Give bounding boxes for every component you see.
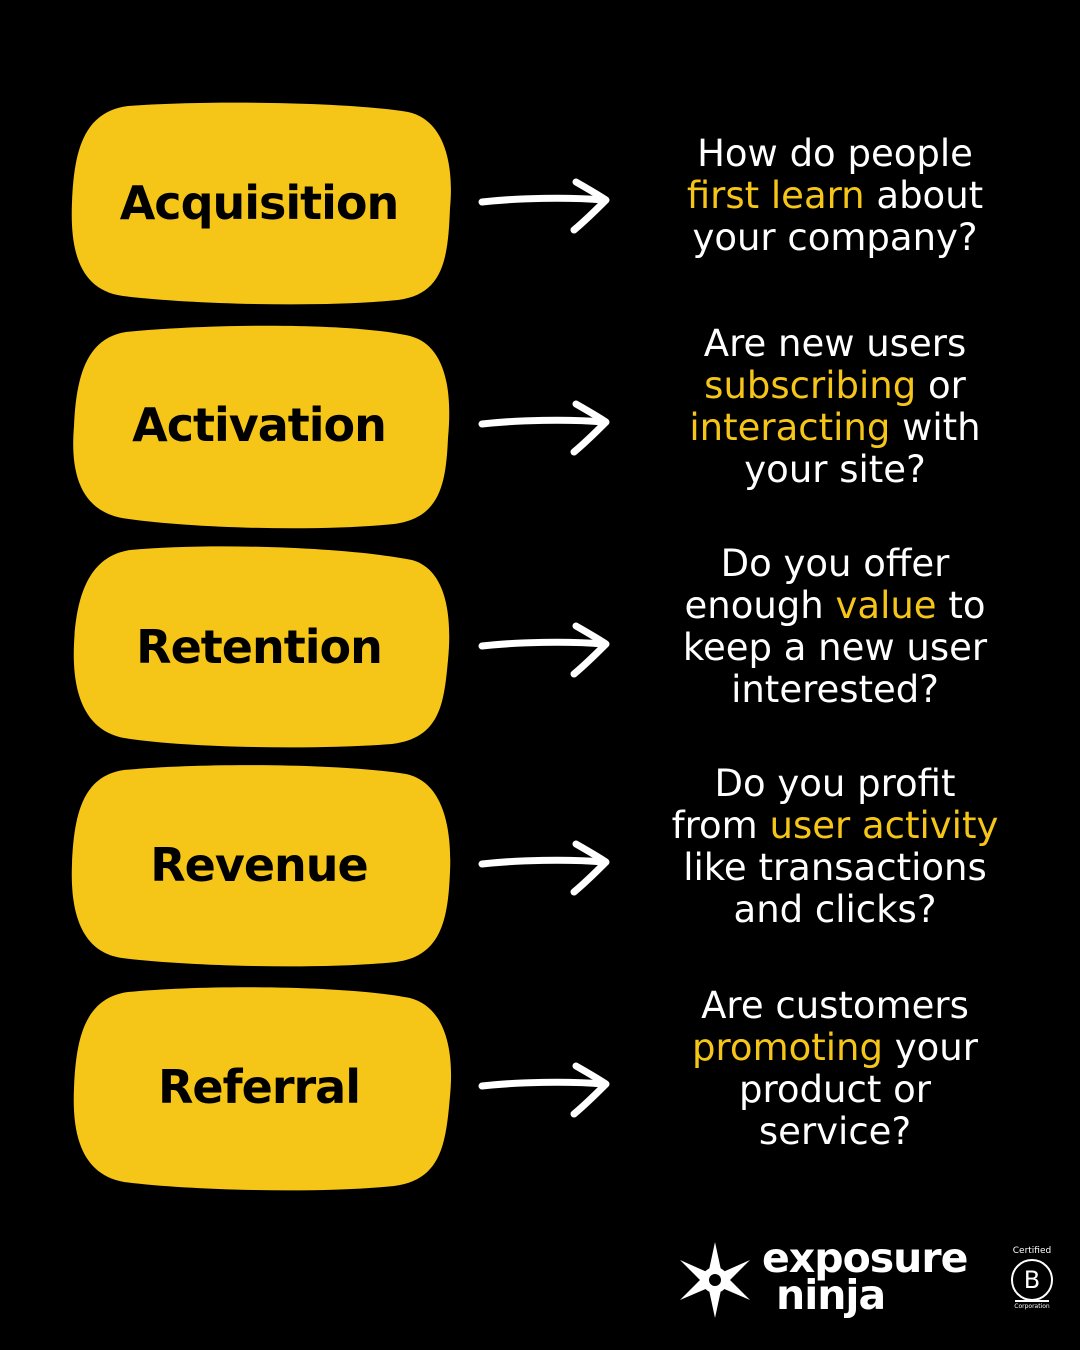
arrow-right-icon xyxy=(478,622,610,678)
question-text: product or xyxy=(739,1068,931,1111)
question-line: Are customers xyxy=(640,985,1030,1027)
highlighted-phrase: subscribing xyxy=(704,364,917,407)
shuriken-icon xyxy=(680,1242,750,1318)
question-text: with xyxy=(890,406,981,449)
funnel-stage-row: Acquisition xyxy=(0,98,1080,318)
funnel-stage-row: Revenue xyxy=(0,760,1080,980)
question-line: from user activity xyxy=(640,805,1030,847)
question-text: interested? xyxy=(731,668,939,711)
question-line: Are new users xyxy=(640,323,1030,365)
stage-blob: Retention xyxy=(68,542,450,752)
question-line: enough value to xyxy=(640,585,1030,627)
question-line: interested? xyxy=(640,669,1030,711)
question-line: Do you profit xyxy=(640,763,1030,805)
stage-label: Activation xyxy=(132,398,387,452)
question-line: subscribing or xyxy=(640,365,1030,407)
stage-blob-shape xyxy=(73,987,452,1191)
funnel-stage-row: Referral xyxy=(0,982,1080,1202)
stage-blob: Revenue xyxy=(68,760,451,970)
question-text: keep a new user xyxy=(682,626,988,669)
stage-label: Revenue xyxy=(150,838,369,892)
stage-blob-shape xyxy=(71,102,451,305)
question-line: promoting your xyxy=(640,1027,1030,1069)
question-line: first learn about xyxy=(640,175,1030,217)
question-text: and clicks? xyxy=(733,888,937,931)
question-text: your company? xyxy=(692,216,978,259)
stage-blob: Activation xyxy=(68,320,450,530)
question-line: your company? xyxy=(640,217,1030,259)
question-text: like transactions xyxy=(683,846,987,889)
wordmark-line-2: ninja xyxy=(776,1271,886,1319)
stage-blob: Acquisition xyxy=(68,98,451,308)
question-text: service? xyxy=(758,1110,912,1153)
arrow-right-icon xyxy=(478,1062,610,1118)
exposure-ninja-logo: exposure ninja Certified B Corporation xyxy=(680,1234,1060,1330)
stage-label: Referral xyxy=(157,1060,361,1114)
arrow-right-icon xyxy=(478,400,610,456)
question-text: your xyxy=(882,1026,978,1069)
highlighted-phrase: first learn xyxy=(686,174,865,217)
highlighted-phrase: interacting xyxy=(689,406,891,449)
stage-label: Acquisition xyxy=(119,176,400,230)
stage-blob: Referral xyxy=(68,982,452,1192)
brand-wordmark: exposure ninja xyxy=(762,1234,968,1319)
question-line: interacting with xyxy=(640,407,1030,449)
question-text: Are customers xyxy=(701,984,969,1027)
highlighted-phrase: user activity xyxy=(769,804,999,847)
funnel-stage-row: Retention xyxy=(0,542,1080,762)
question-line: your site? xyxy=(640,449,1030,491)
b-corp-badge: Certified B Corporation xyxy=(1006,1246,1058,1326)
stage-label: Retention xyxy=(136,620,383,674)
question-text: from xyxy=(671,804,770,847)
question-text: about xyxy=(864,174,984,217)
question-text: enough xyxy=(684,584,836,627)
b-corp-icon: B xyxy=(1011,1259,1053,1302)
badge-bottom-text: Corporation xyxy=(1014,1303,1050,1310)
question-text: your site? xyxy=(744,448,926,491)
question-line: and clicks? xyxy=(640,889,1030,931)
badge-top-text: Certified xyxy=(1012,1246,1052,1256)
question-line: service? xyxy=(640,1111,1030,1153)
stage-blob-shape xyxy=(71,765,451,967)
funnel-stage-row: Activation xyxy=(0,320,1080,540)
highlighted-phrase: value xyxy=(835,584,937,627)
question-text: to xyxy=(936,584,986,627)
question-text: How do people xyxy=(697,132,973,175)
wordmark-line-1: exposure xyxy=(762,1234,968,1282)
highlighted-phrase: promoting xyxy=(692,1026,883,1069)
badge-letter: B xyxy=(1024,1266,1040,1294)
question-text: Do you offer xyxy=(720,542,950,585)
question-line: How do people xyxy=(640,133,1030,175)
question-text: Do you profit xyxy=(714,762,956,805)
stage-blob-shape xyxy=(73,325,450,529)
question-text: or xyxy=(916,364,966,407)
question-line: product or xyxy=(640,1069,1030,1111)
arrow-right-icon xyxy=(478,840,610,896)
arrow-right-icon xyxy=(478,178,610,234)
stage-blob-shape xyxy=(73,546,450,748)
question-text: Are new users xyxy=(703,322,967,365)
question-line: Do you offer xyxy=(640,543,1030,585)
question-line: keep a new user xyxy=(640,627,1030,669)
question-line: like transactions xyxy=(640,847,1030,889)
